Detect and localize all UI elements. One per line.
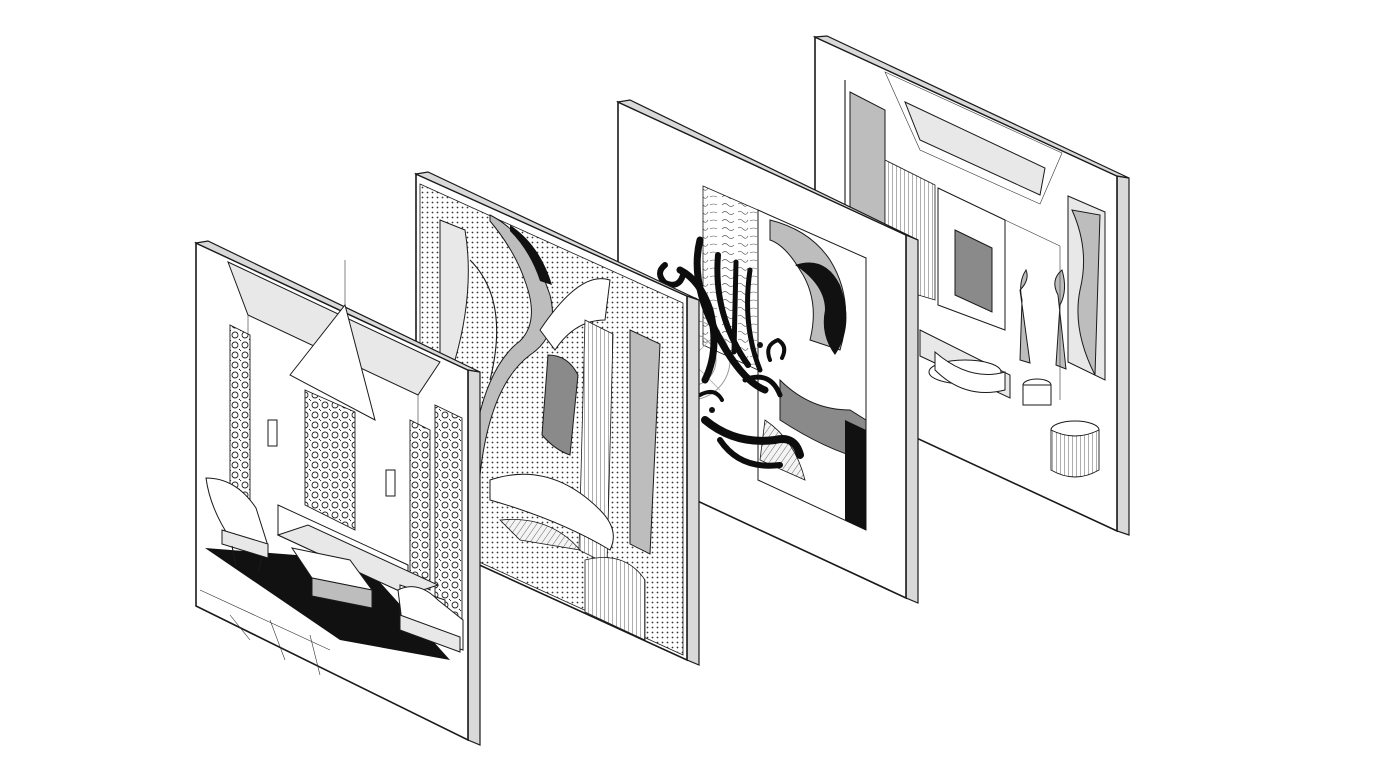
pendant-light-icon [289,303,376,421]
calligraphy-artwork [649,185,867,531]
wall-sconce-icon [385,469,396,497]
panel-1-interior-lounge [193,240,481,746]
lounge-sketch [199,260,464,676]
wall-sconce-icon [267,419,278,447]
abstract-artwork [419,183,684,656]
panel-2-abstract-curves [413,171,700,666]
